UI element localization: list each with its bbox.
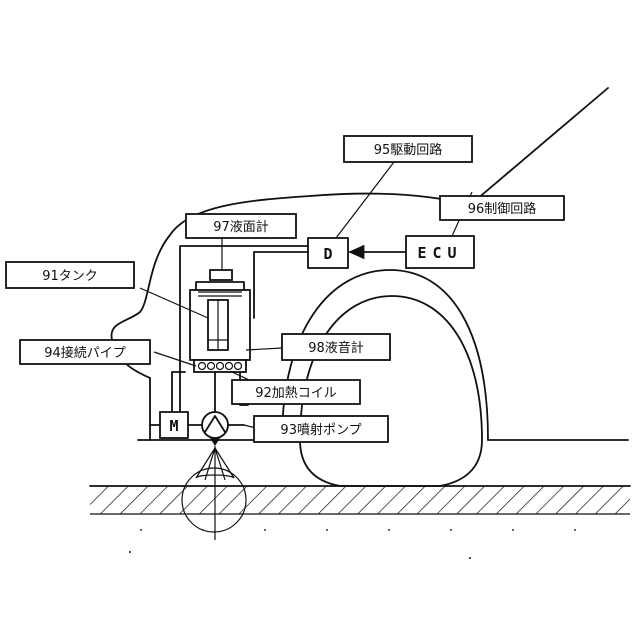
- label-box-98: 98液音計: [282, 334, 390, 360]
- label-box-92: 92加熱コイル: [232, 380, 360, 404]
- label-box-93: 93噴射ポンプ: [254, 416, 388, 442]
- label-box-97: 97液面計: [186, 214, 296, 238]
- label-97-text: 97液面計: [213, 219, 269, 235]
- motor-block: M: [160, 412, 188, 438]
- heating-coil: [194, 360, 246, 372]
- label-96-text: 96制御回路: [468, 201, 537, 217]
- label-91-text: 91タンク: [42, 269, 98, 284]
- label-92-text: 92加熱コイル: [255, 386, 337, 401]
- label-box-95: 95駆動回路: [344, 136, 472, 162]
- label-box-91: 91タンク: [6, 262, 134, 288]
- label-98-text: 98液音計: [308, 340, 364, 356]
- motor-block-text: M: [169, 417, 178, 435]
- label-93-text: 93噴射ポンプ: [280, 422, 361, 438]
- tank: [190, 270, 250, 360]
- label-box-96: 96制御回路: [440, 196, 564, 220]
- label-box-94: 94接続パイプ: [20, 340, 150, 364]
- label-95-text: 95駆動回路: [374, 142, 443, 158]
- driver-block-text: D: [323, 245, 332, 263]
- road-surface: [90, 486, 630, 530]
- label-94-text: 94接続パイプ: [44, 345, 126, 361]
- ecu-block-text: ECU: [417, 244, 462, 262]
- driver-circuit-block: D: [308, 238, 348, 268]
- pump-symbol: [202, 412, 228, 438]
- scan-marks: [129, 551, 471, 559]
- ecu-block: ECU: [406, 236, 474, 268]
